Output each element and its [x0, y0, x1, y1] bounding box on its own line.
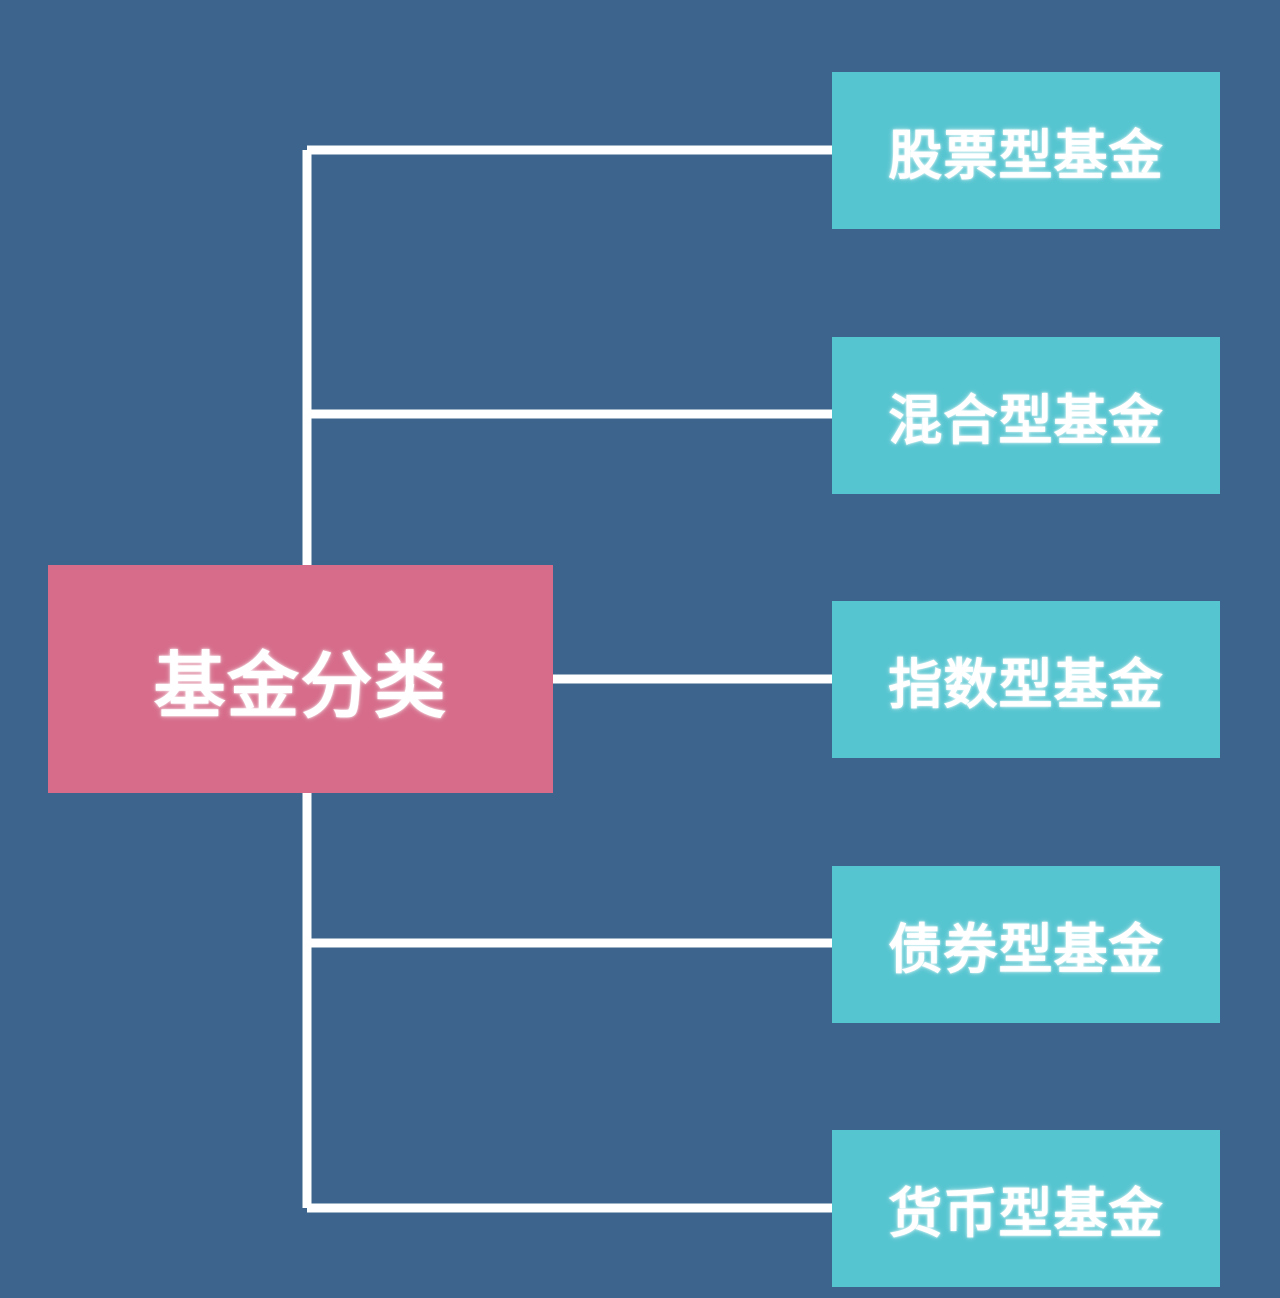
root-node[interactable]: 基金分类	[48, 565, 553, 793]
branch-node-hybrid-fund[interactable]: 混合型基金	[832, 337, 1220, 494]
branch-node-label: 货币型基金	[888, 1182, 1164, 1245]
branch-node-stock-fund[interactable]: 股票型基金	[832, 72, 1220, 229]
branch-node-money-market-fund[interactable]: 货币型基金	[832, 1130, 1220, 1287]
branch-node-label: 股票型基金	[888, 124, 1164, 187]
branch-node-bond-fund[interactable]: 债券型基金	[832, 866, 1220, 1023]
root-node-label: 基金分类	[153, 643, 448, 728]
branch-node-index-fund[interactable]: 指数型基金	[832, 601, 1220, 758]
branch-node-label: 指数型基金	[888, 653, 1164, 716]
branch-node-label: 混合型基金	[888, 389, 1164, 452]
branch-node-label: 债券型基金	[888, 918, 1164, 981]
